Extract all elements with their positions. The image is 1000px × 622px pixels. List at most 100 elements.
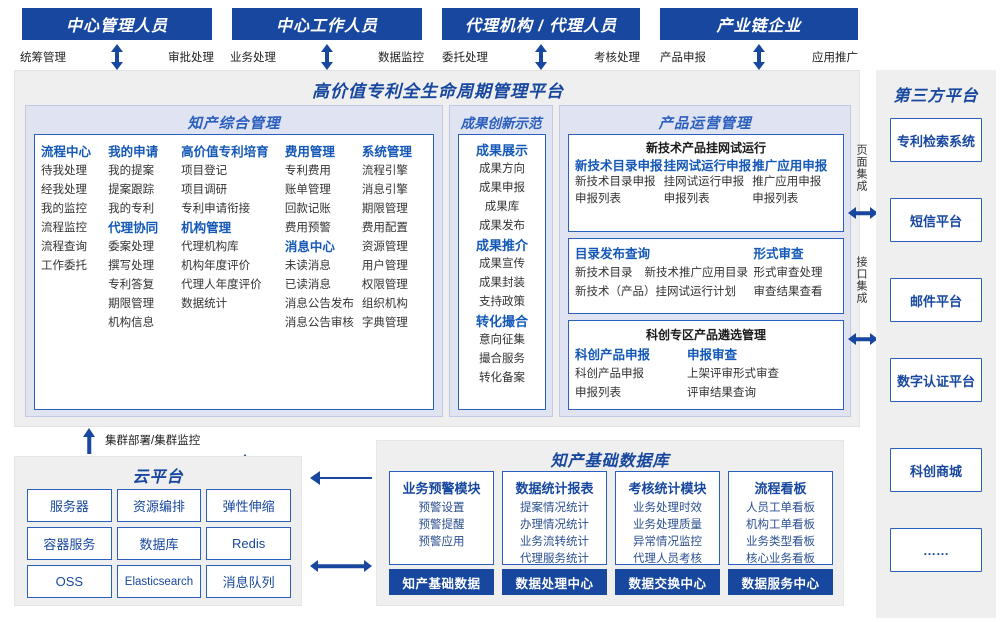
column-item[interactable]: 代理机构库	[181, 241, 239, 253]
column-item[interactable]: 新技术目录申报	[575, 176, 656, 188]
column-item[interactable]: 意向征集	[479, 334, 525, 346]
kdb-item[interactable]: 预警提醒	[418, 519, 465, 531]
column-item[interactable]: 新技术目录	[575, 267, 633, 279]
third-party-item-more[interactable]: ……	[890, 528, 982, 572]
column-item[interactable]: 成果发布	[479, 220, 525, 232]
kdb-item[interactable]: 代理服务统计	[520, 553, 589, 565]
column-item[interactable]: 专利费用	[284, 165, 331, 177]
column-item[interactable]: 申报列表	[663, 193, 710, 205]
cloud-cell-container-service[interactable]: 容器服务	[27, 527, 112, 560]
column-item[interactable]: 流程查询	[41, 241, 87, 253]
column-item[interactable]: 期限管理	[361, 203, 408, 215]
role-bar-center-staff[interactable]: 中心工作人员	[232, 8, 422, 40]
cloud-cell-redis[interactable]: Redis	[206, 527, 291, 560]
kdb-item[interactable]: 核心业务看板	[746, 553, 815, 565]
role-bar-center-manager[interactable]: 中心管理人员	[22, 8, 212, 40]
column-item[interactable]: 项目登记	[181, 165, 228, 177]
column-item[interactable]: 费用配置	[361, 222, 408, 234]
cloud-cell-database[interactable]: 数据库	[116, 527, 202, 560]
third-party-item-patent-search[interactable]: 专利检索系统	[890, 118, 982, 162]
kdb-footer-data-processing-center[interactable]: 数据处理中心	[502, 569, 607, 595]
column-item[interactable]: 经我处理	[41, 184, 87, 196]
column-item[interactable]: 待我处理	[41, 165, 87, 177]
column-item[interactable]: 流程引擎	[361, 165, 408, 177]
role-bar-agency[interactable]: 代理机构 / 代理人员	[442, 8, 640, 40]
column-item[interactable]: 上架评审形式审查	[687, 368, 779, 380]
column-item[interactable]: 成果方向	[479, 163, 525, 175]
kdb-item[interactable]: 机构工单看板	[746, 519, 815, 531]
column-item[interactable]: 用户管理	[361, 260, 408, 272]
cloud-cell-server[interactable]: 服务器	[27, 489, 112, 522]
third-party-item-sms[interactable]: 短信平台	[890, 198, 982, 242]
column-item[interactable]: 挂网试运行申报	[663, 176, 745, 188]
column-item[interactable]: 消息引擎	[361, 184, 408, 196]
column-item[interactable]: 我的专利	[108, 203, 155, 215]
role-bar-industry-enterprise[interactable]: 产业链企业	[660, 8, 858, 40]
column-item[interactable]: 机构年度评价	[181, 260, 251, 272]
column-item[interactable]: 字典管理	[361, 317, 408, 329]
column-item[interactable]: 新技术（产品）挂网试运行计划	[575, 286, 736, 298]
kdb-item[interactable]: 预警设置	[418, 502, 465, 514]
column-item[interactable]: 形式审查处理	[753, 267, 823, 279]
third-party-item-digital-certificate[interactable]: 数字认证平台	[890, 358, 982, 402]
cloud-cell-resource-orchestration[interactable]: 资源编排	[116, 489, 202, 522]
column-item[interactable]: 已读消息	[284, 279, 331, 291]
cloud-cell-oss[interactable]: OSS	[27, 565, 112, 598]
column-item[interactable]: 提案跟踪	[108, 184, 155, 196]
column-item[interactable]: 申报列表	[575, 193, 621, 205]
column-item[interactable]: 消息公告审核	[284, 317, 354, 329]
column-item[interactable]: 账单管理	[284, 184, 331, 196]
column-item[interactable]: 专利申请衔接	[181, 203, 251, 215]
column-item[interactable]: 资源管理	[361, 241, 408, 253]
column-item[interactable]: 消息公告发布	[284, 298, 354, 310]
column-item[interactable]: 成果封装	[479, 277, 525, 289]
cloud-cell-message-queue[interactable]: 消息队列	[206, 565, 291, 598]
column-item[interactable]: 申报列表	[575, 387, 621, 399]
kdb-item[interactable]: 业务处理质量	[633, 519, 702, 531]
kdb-item[interactable]: 业务流转统计	[520, 536, 589, 548]
column-item[interactable]: 成果库	[484, 201, 520, 213]
kdb-footer-basic-data[interactable]: 知产基础数据	[389, 569, 494, 595]
column-item[interactable]: 撮合服务	[479, 353, 525, 365]
third-party-item-email[interactable]: 邮件平台	[890, 278, 982, 322]
kdb-item[interactable]: 办理情况统计	[520, 519, 589, 531]
column-item[interactable]: 我的提案	[108, 165, 155, 177]
cloud-cell-elasticsearch[interactable]: Elasticsearch	[116, 565, 202, 598]
kdb-item[interactable]: 代理人员考核	[633, 553, 702, 565]
column-item[interactable]: 费用预警	[284, 222, 331, 234]
column-item[interactable]: 专利答复	[108, 279, 155, 291]
column-item[interactable]: 项目调研	[181, 184, 228, 196]
column-item[interactable]: 撰写处理	[108, 260, 155, 272]
column-item[interactable]: 成果申报	[479, 182, 525, 194]
column-item[interactable]: 组织机构	[361, 298, 408, 310]
column-item[interactable]: 期限管理	[108, 298, 155, 310]
column-item[interactable]: 委案处理	[108, 241, 155, 253]
kdb-footer-data-service-center[interactable]: 数据服务中心	[728, 569, 833, 595]
column-item[interactable]: 未读消息	[284, 260, 331, 272]
column-item[interactable]: 推广应用申报	[752, 176, 822, 188]
kdb-item[interactable]: 预警应用	[418, 536, 465, 548]
column-item[interactable]: 机构信息	[108, 317, 155, 329]
column-item[interactable]: 支持政策	[479, 296, 525, 308]
column-item[interactable]: 工作委托	[41, 260, 87, 272]
column-item[interactable]: 转化备案	[479, 372, 525, 384]
kdb-item[interactable]: 异常情况监控	[633, 536, 702, 548]
column-item[interactable]: 新技术推广应用目录	[644, 267, 749, 279]
column-item[interactable]: 权限管理	[361, 279, 408, 291]
column-item[interactable]: 审查结果查看	[753, 286, 823, 298]
column-item[interactable]: 代理人年度评价	[181, 279, 262, 291]
third-party-item-sci-tech-mall[interactable]: 科创商城	[890, 448, 982, 492]
column-item[interactable]: 申报列表	[752, 193, 799, 205]
column-item[interactable]: 流程监控	[41, 222, 87, 234]
column-item[interactable]: 科创产品申报	[575, 368, 644, 380]
column-item[interactable]: 回款记账	[284, 203, 331, 215]
kdb-item[interactable]: 人员工单看板	[746, 502, 815, 514]
column-item[interactable]: 我的监控	[41, 203, 87, 215]
kdb-item[interactable]: 业务处理时效	[633, 502, 702, 514]
column-item[interactable]: 评审结果查询	[687, 387, 756, 399]
column-item[interactable]: 成果宣传	[479, 258, 525, 270]
kdb-item[interactable]: 提案情况统计	[520, 502, 589, 514]
cloud-cell-elastic-scaling[interactable]: 弹性伸缩	[206, 489, 291, 522]
column-item[interactable]: 数据统计	[181, 298, 228, 310]
kdb-footer-data-exchange-center[interactable]: 数据交换中心	[615, 569, 720, 595]
